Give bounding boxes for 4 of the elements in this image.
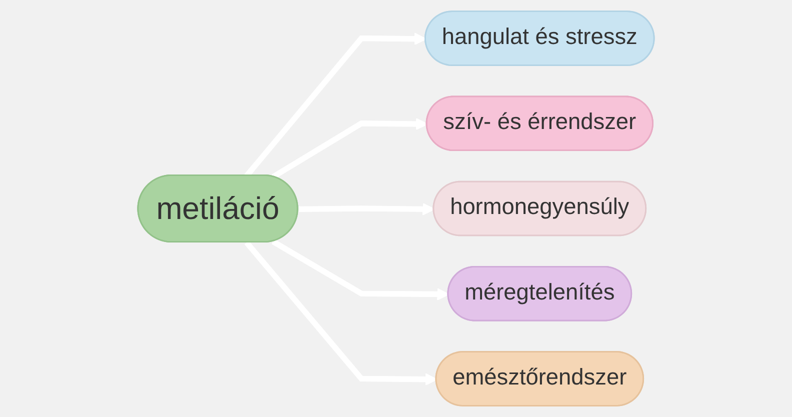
arrow [298,202,435,216]
arrow [244,240,438,386]
arrow [272,239,450,300]
arrow [272,118,428,180]
